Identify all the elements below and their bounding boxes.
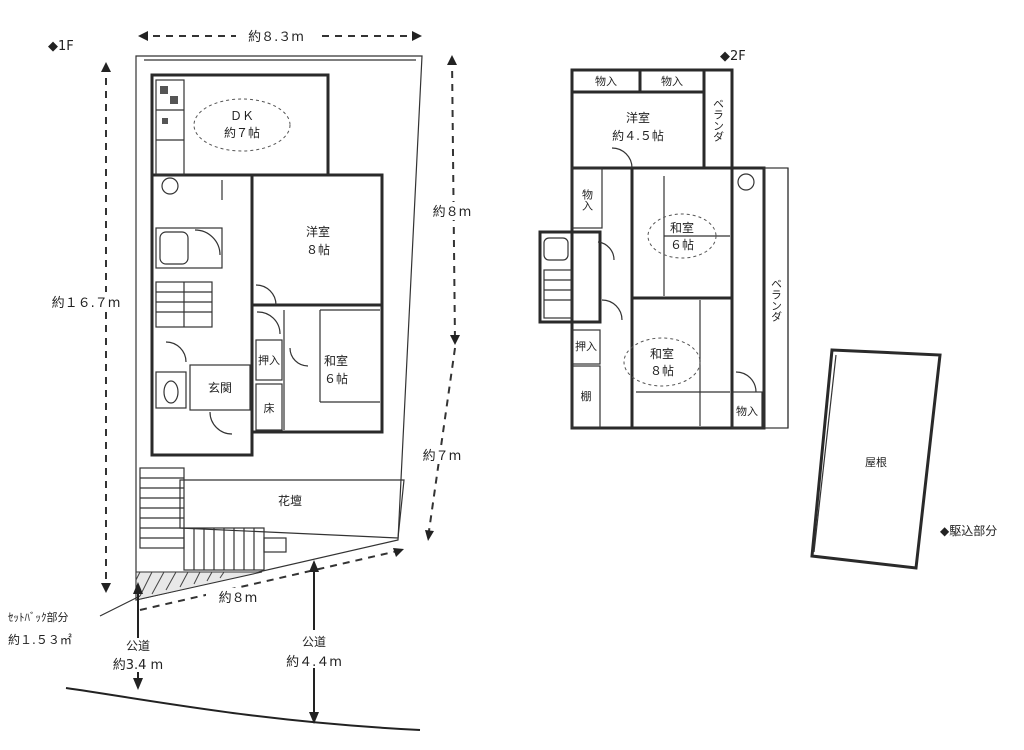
floor1-bottom-dimension: 約８m [139,548,404,611]
annex-label: ◆駆込部分 [940,523,997,538]
floor1-left-dimension: 約１６.７m [40,62,132,593]
roof-label: 屋根 [865,455,887,469]
toko-label: 床 [264,401,275,415]
floor2-oshiire-label: 押入 [575,339,597,353]
closet1-label: 物入 [595,74,617,88]
dim-left-label: 約１６.７m [52,296,121,311]
floor1-building [150,73,384,457]
floor2-japanese8-size: ８帖 [650,363,674,378]
dk-room-size: 約７帖 [224,125,260,140]
dim-top-label: 約８.３m [248,30,304,45]
dk-room-name: ＤＫ [230,109,254,123]
dim-bottom-label: 約８m [219,591,258,606]
garden-label: 花壇 [278,493,302,508]
road-right-width: 約４.４m [286,655,342,670]
road-left-width: 約3.4 m [113,658,163,673]
garden-area [139,467,405,571]
floor2-western-name: 洋室 [626,110,650,125]
road-left-label: 公道 [126,639,150,653]
veranda-right-label: ベランダ [770,278,783,322]
setback-area-value: 約１.５３㎡ [8,632,72,647]
floor1-lot-outline [135,55,423,601]
floor2-japanese6-name: 和室 [670,220,694,235]
dim-right-upper-label: 約８m [433,205,472,220]
oshiire-label: 押入 [258,353,280,367]
road-edge [65,687,421,731]
closet-bottom-label: 物入 [736,404,758,418]
annex-roof [810,348,942,570]
closet-left-label: 物入 [581,188,594,211]
floor1-right-dimension: 約８m 約７m [410,55,484,541]
dim-right-lower-label: 約７m [423,449,462,464]
closet2-label: 物入 [661,74,683,88]
floor2-title: ◆2F [720,49,746,64]
western-room-name: 洋室 [306,224,330,239]
setback-label: ｾｯﾄﾊﾞｯｸ部分 [8,610,69,624]
japanese-room-size: ６帖 [324,371,348,386]
entrance-label: 玄関 [208,380,232,395]
road-right-label: 公道 [302,635,326,649]
japanese-room-name: 和室 [324,353,348,368]
floor2-japanese8-name: 和室 [650,346,674,361]
floor2-building [538,68,789,430]
floor1-title: ◆1F [48,39,74,54]
western-room-size: ８帖 [306,242,330,257]
setback-area [135,571,263,601]
veranda-top-label: ベランダ [712,98,725,142]
floor2-japanese6-size: ６帖 [670,237,694,252]
floor1-top-dimension: 約８.３m [138,26,422,45]
floor2-toko-label: 棚 [581,389,592,403]
floor2-western-size: 約４.５帖 [612,128,664,143]
